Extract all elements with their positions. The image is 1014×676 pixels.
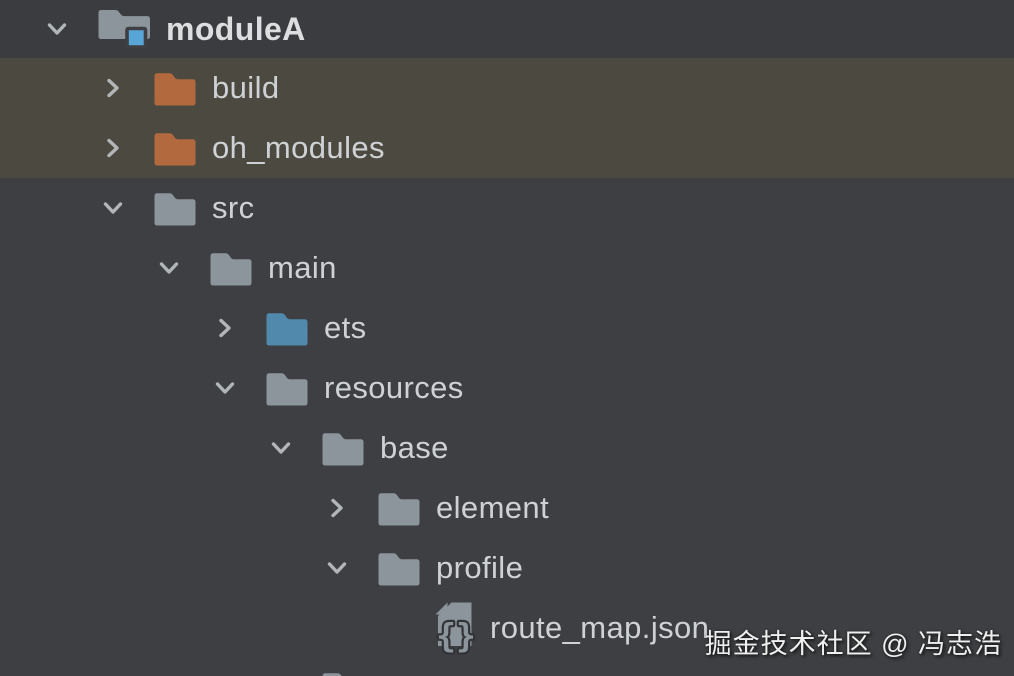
- tree-item-label: ets: [324, 310, 367, 345]
- tree-item-label: route_map.json: [490, 610, 710, 645]
- chevron-down-icon[interactable]: [322, 553, 352, 583]
- chevron-right-icon[interactable]: [322, 493, 352, 523]
- tree-row-profile[interactable]: profile: [0, 538, 1014, 598]
- tree-item-label: moduleA: [166, 10, 306, 47]
- folder-icon: [376, 488, 422, 528]
- tree-row-build[interactable]: build: [0, 58, 1014, 118]
- chevron-right-icon[interactable]: [98, 73, 128, 103]
- json-file-icon: {}: [432, 600, 478, 657]
- folder-icon: [264, 368, 310, 408]
- tree-item-label: main: [268, 250, 337, 285]
- folder-icon: [376, 548, 422, 588]
- tree-row-resources[interactable]: resources: [0, 358, 1014, 418]
- tree-row-base[interactable]: base: [0, 418, 1014, 478]
- tree-row-rawfile[interactable]: rawfile: [0, 658, 1014, 676]
- tree-item-label: base: [380, 430, 449, 465]
- tree-item-label: profile: [436, 550, 524, 585]
- tree-item-label: build: [212, 70, 280, 105]
- tree-row-ets[interactable]: ets: [0, 298, 1014, 358]
- tree-row-modulea[interactable]: moduleA: [0, 0, 1014, 58]
- tree-row-route-map-json[interactable]: {} route_map.json: [0, 598, 1014, 658]
- module-folder-icon: [96, 6, 152, 52]
- excluded-folder-icon: [152, 128, 198, 168]
- chevron-right-icon[interactable]: [98, 133, 128, 163]
- chevron-down-icon[interactable]: [210, 373, 240, 403]
- tree-item-label: rawfile: [380, 670, 472, 676]
- chevron-down-icon[interactable]: [98, 193, 128, 223]
- folder-icon: [320, 668, 366, 676]
- chevron-placeholder: [378, 613, 408, 643]
- tree-item-label: src: [212, 190, 255, 225]
- source-folder-icon: [264, 308, 310, 348]
- tree-item-label: resources: [324, 370, 464, 405]
- svg-text:{}: {}: [436, 616, 476, 655]
- folder-icon: [152, 188, 198, 228]
- tree-row-main[interactable]: main: [0, 238, 1014, 298]
- chevron-down-icon[interactable]: [42, 14, 72, 44]
- chevron-down-icon[interactable]: [266, 433, 296, 463]
- tree-row-element[interactable]: element: [0, 478, 1014, 538]
- folder-icon: [320, 428, 366, 468]
- tree-item-label: element: [436, 490, 550, 525]
- folder-icon: [208, 248, 254, 288]
- chevron-down-icon[interactable]: [154, 253, 184, 283]
- tree-row-src[interactable]: src: [0, 178, 1014, 238]
- chevron-right-icon[interactable]: [210, 313, 240, 343]
- tree-item-label: oh_modules: [212, 130, 385, 165]
- excluded-folder-icon: [152, 68, 198, 108]
- tree-row-oh-modules[interactable]: oh_modules: [0, 118, 1014, 178]
